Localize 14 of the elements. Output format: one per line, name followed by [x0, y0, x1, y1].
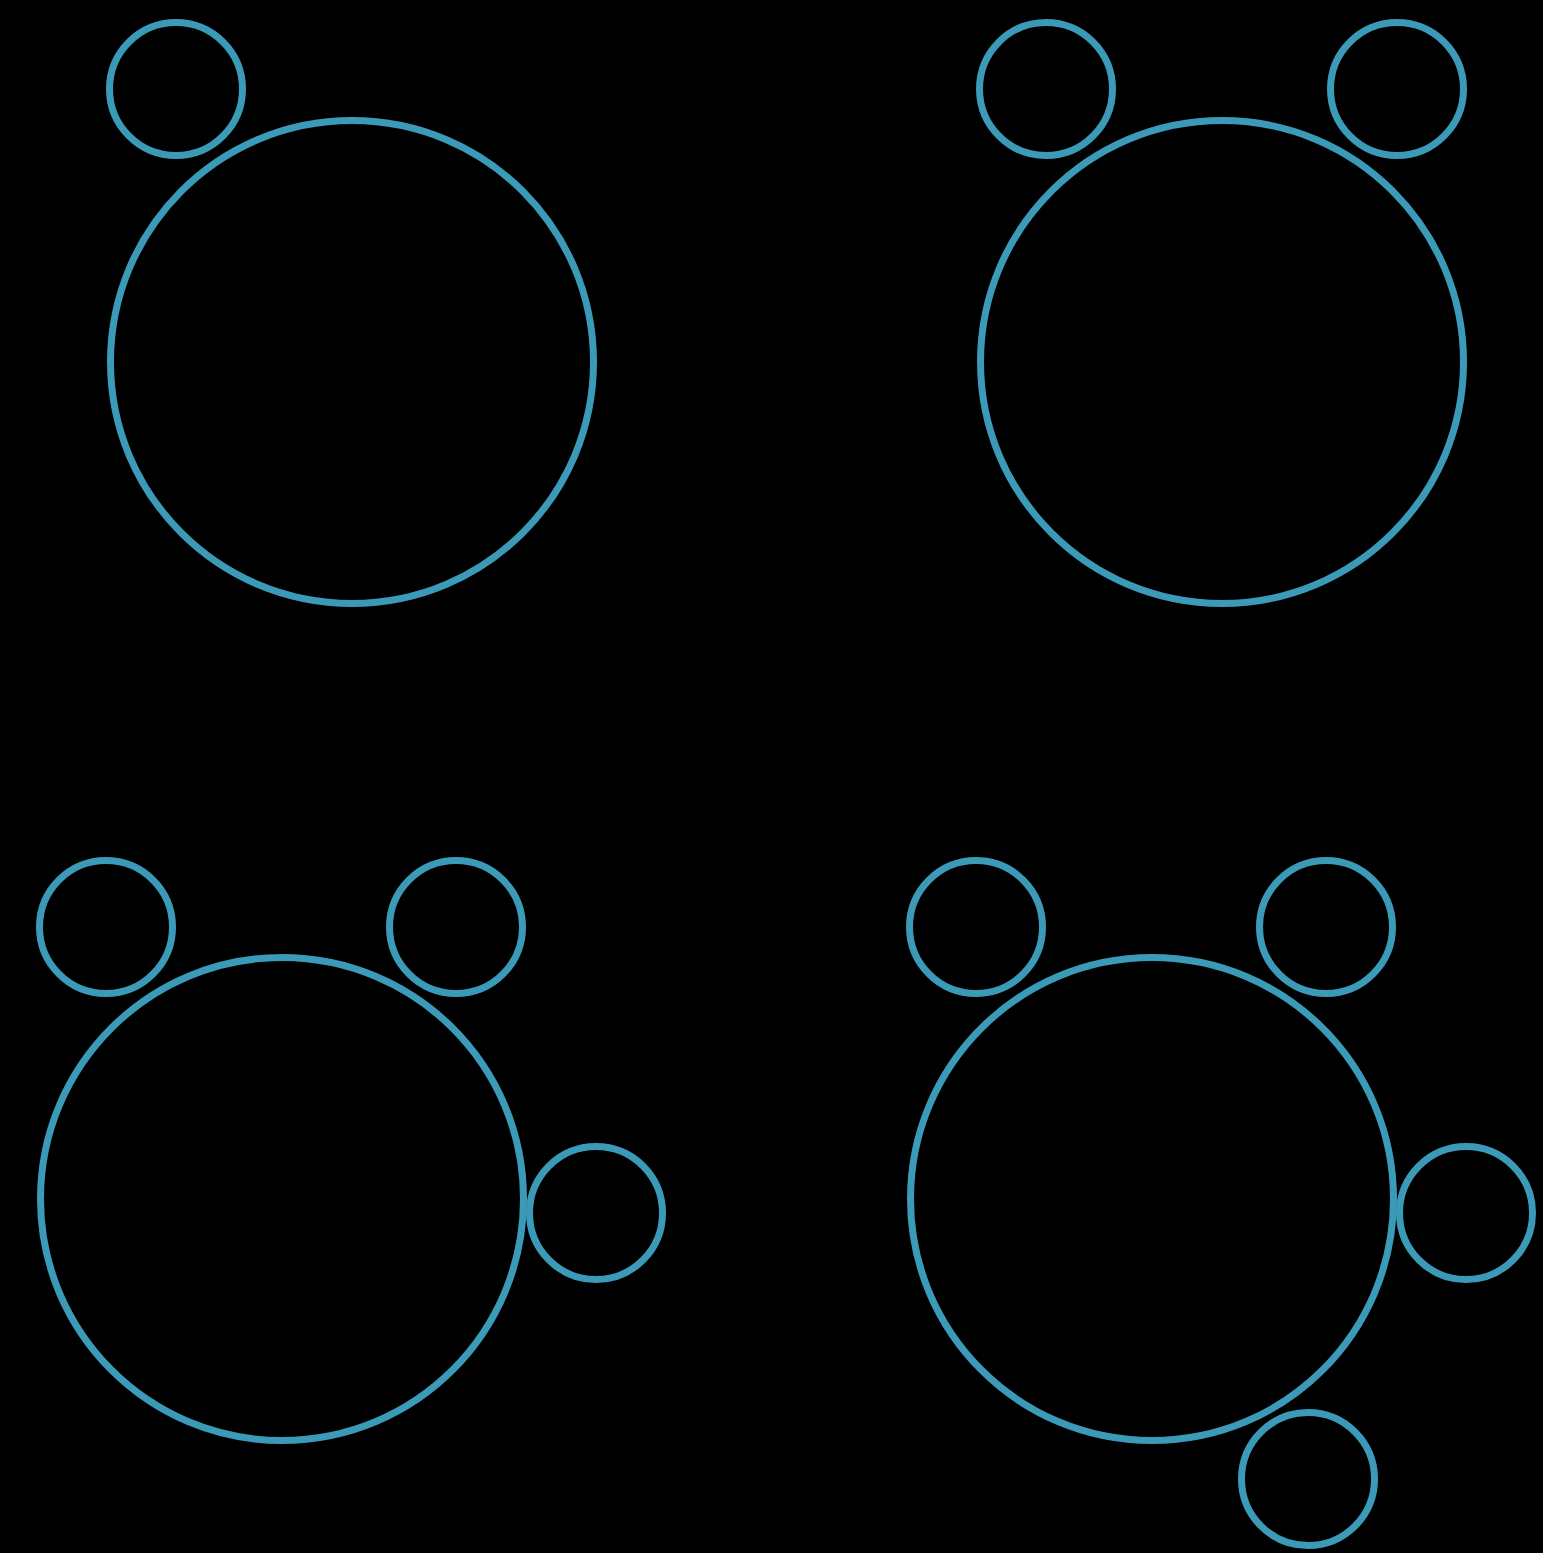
circle — [906, 857, 1046, 997]
circle — [977, 117, 1467, 607]
circle — [1238, 1409, 1378, 1549]
circle — [37, 954, 527, 1444]
circle — [106, 19, 246, 159]
circle — [907, 954, 1397, 1444]
circle — [36, 857, 176, 997]
circle — [976, 19, 1116, 159]
circle — [386, 857, 526, 997]
circle — [1396, 1143, 1536, 1283]
circle — [1256, 857, 1396, 997]
circle — [1327, 19, 1467, 159]
circle — [526, 1143, 666, 1283]
circle — [107, 117, 597, 607]
